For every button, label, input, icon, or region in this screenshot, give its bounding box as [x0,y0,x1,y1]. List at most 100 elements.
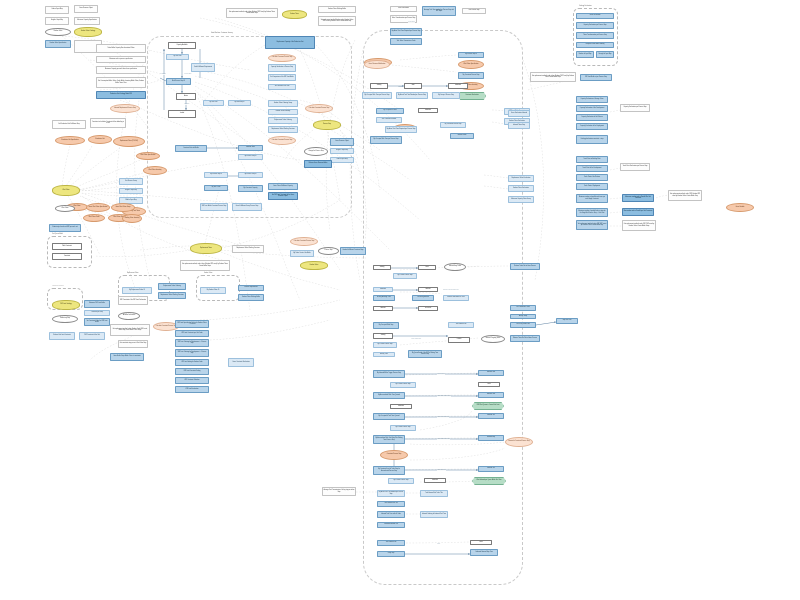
note-node[interactable]: Constraint set to define Constraint of t… [90,118,126,128]
attribute-node[interactable]: Inbound Token Step [508,122,530,129]
class-node[interactable]: My Constraint Process Step [458,72,484,79]
class-node[interactable]: Set Constraint Order the WIP Limit Buffe… [84,318,110,326]
state-node[interactable]: Waiting [373,265,391,270]
attribute-node[interactable]: My Actual Task Time Required per Process… [385,126,417,133]
property-node[interactable]: Gross Work Token Specification [86,203,110,212]
constraint-node[interactable]: WIP Work Queue in Current Unit Limit [472,402,504,410]
class-node[interactable]: My Constraint Capacity [238,185,263,192]
state-node[interactable]: Start [404,83,422,89]
property-node[interactable]: Calculate Constraint Process Step [305,104,333,113]
state-node[interactable]: Blocked [418,287,438,292]
state-node[interactable]: Difference [418,108,438,113]
note-node[interactable]: Kanban Token Working Buffer [318,6,356,13]
note-node[interactable]: Set replacement method, order, token (Ka… [226,8,278,18]
state-node[interactable]: Constraint [52,253,82,260]
attribute-node[interactable]: My Kanban Token ID [200,287,226,294]
attribute-node[interactable]: Gross Fulfillment Group Process Step [232,203,262,211]
property-node[interactable]: Constraint Process Step [380,450,408,460]
class-node[interactable]: My Inbound All the Trigger Process Step [373,370,405,378]
attribute-node[interactable]: My Process Step ID [238,154,263,160]
class-node[interactable]: Kanban Requirements [238,285,264,291]
constraint-node[interactable]: Work Inbound per Queue Buffer Unit Time [472,477,506,485]
property-node[interactable]: Gross Variable [726,203,754,212]
class-node-emphasis[interactable]: Replacement Capacity of the Production U… [265,36,315,49]
attribute-node[interactable]: Height of Input Map [330,148,354,154]
attribute-node[interactable]: Kanban Token Inventory [268,109,298,115]
property-node[interactable]: Production Unit [88,135,112,144]
class-node-emphasis[interactable]: Set WIP Limit Constraint of the Gross Re… [268,192,298,200]
class-node[interactable]: Touch Point of Deployment [576,183,608,190]
property-node[interactable]: Work Token Order [83,214,105,222]
note-node[interactable]: WIP Constraint of the WIP Limit Declarat… [118,296,148,305]
transition-node[interactable]: At Buffer Declaration [118,312,140,320]
attribute-node[interactable]: My Current Process Step [390,382,416,388]
class-node[interactable]: My Queue Actual of the WIP is Waiting Ti… [408,350,442,358]
transition-node[interactable]: Work Token [55,205,75,212]
class-node[interactable]: Capacity Declaration of the Development [576,105,608,112]
class-node[interactable]: Capacity Declaration at Storage Token [576,96,608,103]
class-node[interactable]: Step WIP Limit [556,318,578,324]
attribute-node[interactable]: Replacement Token Declaration [508,175,534,182]
property-node[interactable]: Replacement Token (TNO/SO) [113,136,145,147]
attribute-node[interactable]: My WIP Limit [166,54,189,60]
attribute-node[interactable]: Set Constraint WIP Limit [268,84,296,90]
property-node[interactable]: Gross Work Token Group [111,203,135,212]
transition-node[interactable]: Inbound Entry Token [444,263,466,271]
state-node[interactable]: In Process [418,306,438,311]
attribute-node[interactable]: My Occupied Task Time per Process Step [362,92,392,99]
attribute-node[interactable]: Set Comparison of the WIP Limit Buffer [268,74,296,81]
class-node[interactable]: Release Token Not Not at Inbox Process [510,335,540,342]
class-node-emphasis[interactable]: Max number work in Parallel per Unit Con… [622,208,654,216]
attribute-node[interactable]: My Actual Task Title Needed per Process … [377,490,405,497]
class-node[interactable]: Inbound Time [478,392,504,398]
note-node[interactable]: Get replacement method, order, WIP, WIP … [622,220,656,231]
class-node[interactable]: My Occupied Task Time per Process Step [370,136,402,144]
attribute-node[interactable]: Kanban Token Ordering Group [268,100,298,107]
class-node[interactable]: Maximum number of parallel tasks a stage… [576,208,608,217]
note-node[interactable]: Unit Process Step [462,8,486,14]
note-node[interactable]: Set replacement method Kanban order, Kan… [318,16,356,26]
state-node[interactable]: Done [418,265,436,270]
class-node[interactable]: Outbound Inbound Title [377,522,405,528]
note-node[interactable]: Average Task Transmission of all my step… [322,487,356,496]
class-node[interactable]: Outbound Inbound Step Time [470,549,498,556]
attribute-node[interactable]: My Current Process Step [388,478,414,484]
class-node[interactable]: Response Order of All Ordering [576,42,614,48]
hub-node[interactable]: Work Token [52,185,80,196]
note-node[interactable]: Maximum Capacity Specification [74,17,100,25]
class-node[interactable]: WIP of My Token Limit [510,322,536,328]
class-node[interactable]: WIP Limit Ordering for Replacement — Pro… [175,339,209,347]
note-node[interactable]: Maximum Capacity per each token class sp… [96,66,146,74]
attribute-node[interactable]: My Token Count of the Buffer [290,250,314,257]
attribute-node[interactable]: My Actual Task Total Needed per Process … [396,92,428,99]
class-node[interactable]: Utility Step [377,551,405,557]
class-node[interactable]: Number of Input Map [576,51,594,58]
class-node[interactable]: Touch Point of the Release [576,174,608,181]
class-node[interactable]: WIP Limit Setting for Kanban Order [175,359,209,366]
class-node[interactable]: WIP Limit Declaration [175,386,209,393]
class-node[interactable]: Replacement Token Working Overview [158,292,186,299]
class-node[interactable]: My Occupied of Task Time Queued [373,413,405,420]
class-node[interactable]: Kanban Token Working Buffer [238,294,264,301]
class-node-emphasis[interactable]: Release Gross Revenue Buffer [304,160,332,168]
attribute-node[interactable]: Maximum Capacity Token Group [508,196,534,203]
attribute-node[interactable]: My WIP Limit [203,100,224,106]
class-node[interactable]: Release Token Not at Inbox Process [510,263,540,270]
class-node[interactable]: WIP Limit Buffer Count [510,305,536,311]
note-node[interactable]: Set Production Unit Fulfillment Step [52,120,86,129]
hub-node[interactable]: Kanban Token [300,261,328,270]
class-node[interactable]: Strength of Input Map [596,51,614,58]
class-node[interactable]: Task Inbound Title [377,540,405,546]
class-node[interactable]: Activity Group [510,314,536,319]
class-node[interactable]: Capacity Declaration of the Deployment [576,123,608,130]
attribute-node[interactable]: Gross Constraint Declaration [228,358,254,367]
attribute-node[interactable]: My Process Step ID [204,172,228,178]
transition-node[interactable]: Process Step [318,247,339,255]
state-node[interactable]: Locked [168,110,196,118]
state-node[interactable]: Capacity Available [168,42,196,49]
state-node[interactable]: Work Constraint [52,243,82,250]
class-node[interactable]: WIP Constraint Definition [175,377,209,384]
property-node[interactable]: Calculate Constraint Process Step [268,136,296,145]
attribute-node[interactable]: Kanban Token Declaration [508,185,534,192]
state-node[interactable]: Blocked [373,306,393,311]
